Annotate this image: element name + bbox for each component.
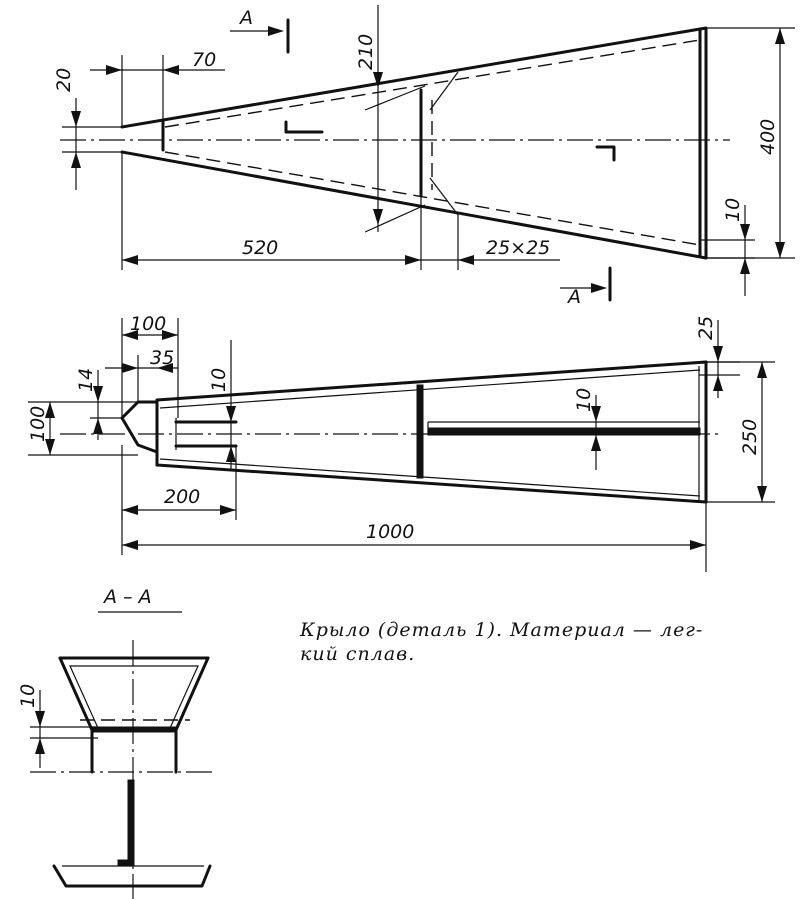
dim-10-rib-arrow-b — [591, 435, 601, 451]
front-view-lower-edge — [155, 463, 708, 504]
section-profile-inner — [69, 665, 199, 729]
dim-label-14: 14 — [75, 368, 97, 392]
dim-label-25: 25 — [695, 316, 717, 340]
top-view-spar-leader-bottom — [364, 204, 426, 233]
dim-250-arrow-a — [757, 362, 767, 378]
section-a-a: А – А 10 — [17, 586, 215, 899]
dim-70-arrow-a — [106, 65, 122, 75]
dim-25-arrow-a — [713, 346, 723, 362]
top-view-inner-lower — [164, 151, 701, 246]
dim-10-rib-arrow-a — [591, 406, 601, 422]
dim-35-arrow-a — [122, 363, 138, 373]
dim-10-tip-arrow-b — [740, 258, 750, 274]
front-view-lower-inner — [159, 458, 701, 497]
dim-35-arrow-b — [157, 363, 173, 373]
dim-20-arrow-b — [71, 152, 81, 168]
drawing-caption: Крыло (деталь 1). Материал — лег- кий сп… — [300, 618, 770, 666]
section-mark-bottom-label: А — [566, 286, 581, 308]
section-spar-foot — [117, 859, 135, 866]
dim-25-arrow-b — [713, 375, 723, 391]
dim-label-200: 200 — [164, 486, 200, 508]
dim-label-70: 70 — [192, 49, 216, 71]
section-tray — [52, 864, 212, 888]
top-view-upper-edge — [120, 26, 708, 260]
dim-400-arrow-a — [775, 28, 785, 44]
dim-10-wall-arrow-a — [35, 711, 45, 727]
section-skin-bottom — [91, 726, 177, 733]
dim-100-cap-arrow-b — [162, 330, 178, 340]
top-view-inner-upper — [164, 39, 701, 128]
dim-100-h-arrow-b — [45, 439, 55, 455]
section-cut-bottom-arrowhead — [591, 283, 607, 293]
dim-10-hub-arrow-a — [226, 406, 236, 422]
dim-210-arrow-b — [373, 209, 383, 225]
dim-label-520: 520 — [242, 237, 278, 259]
section-cut-top-arrowhead — [268, 26, 284, 36]
dim-label-100-h: 100 — [27, 406, 49, 442]
dim-label-400: 400 — [757, 119, 779, 155]
dim-100-h-arrow-a — [45, 402, 55, 418]
dim-label-10-rib: 10 — [573, 388, 595, 412]
dim-100-cap-arrow-a — [122, 330, 138, 340]
dim-14-arrow-b — [93, 418, 103, 434]
caption-line-1: Крыло (деталь 1). Материал — лег- — [300, 619, 704, 641]
front-view-spar — [416, 384, 424, 479]
dim-label-250: 250 — [739, 419, 761, 455]
dim-250-arrow-b — [757, 486, 767, 502]
dim-label-10-wall: 10 — [17, 684, 39, 708]
front-view: 100 35 14 100 10 200 1000 25 10 250 — [27, 313, 775, 572]
top-view: А А 70 20 210 520 25×25 400 10 — [53, 5, 795, 308]
section-title: А – А — [102, 586, 152, 608]
dim-1000-arrow-b — [690, 540, 706, 550]
dim-label-100-cap: 100 — [130, 313, 166, 335]
dim-200-arrow-b — [220, 505, 236, 515]
top-view-spar-brace-top — [429, 71, 459, 111]
front-view-root-bevel — [120, 400, 159, 454]
top-view-section-mark-l — [284, 120, 324, 134]
dim-label-210: 210 — [355, 34, 377, 70]
dim-210-arrow-a — [373, 72, 383, 88]
dim-label-20: 20 — [53, 68, 75, 92]
section-mark-top-label: А — [238, 7, 253, 29]
top-view-spar-brace-bottom — [429, 177, 459, 216]
dim-520-arrow-b — [405, 255, 421, 265]
dim-10-tip-arrow-a — [740, 224, 750, 240]
section-spar-web — [127, 779, 135, 866]
dim-400-arrow-b — [775, 242, 785, 258]
dim-20-arrow-a — [71, 111, 81, 127]
dim-1000-arrow-a — [122, 540, 138, 550]
front-view-upper-edge — [155, 360, 708, 402]
dim-10-wall-arrow-b — [35, 738, 45, 754]
dim-label-35: 35 — [150, 347, 174, 369]
dim-70-arrow-b — [163, 65, 179, 75]
caption-line-2: кий сплав. — [300, 643, 416, 665]
dim-label-1000: 1000 — [366, 521, 414, 543]
dim-520-arrow-a — [122, 255, 138, 265]
dim-label-25x25: 25×25 — [486, 237, 550, 259]
top-view-section-mark-r — [595, 145, 616, 162]
dim-200-arrow-a — [122, 505, 138, 515]
dim-label-10-hub: 10 — [208, 368, 230, 392]
dim-25x25-arrow — [458, 255, 474, 265]
top-view-spar-leader-top — [364, 85, 426, 111]
front-view-upper-inner — [159, 369, 701, 409]
dim-label-10-tip: 10 — [722, 198, 744, 222]
dim-14-arrow-a — [93, 386, 103, 402]
dim-10-hub-arrow-b — [226, 446, 236, 462]
